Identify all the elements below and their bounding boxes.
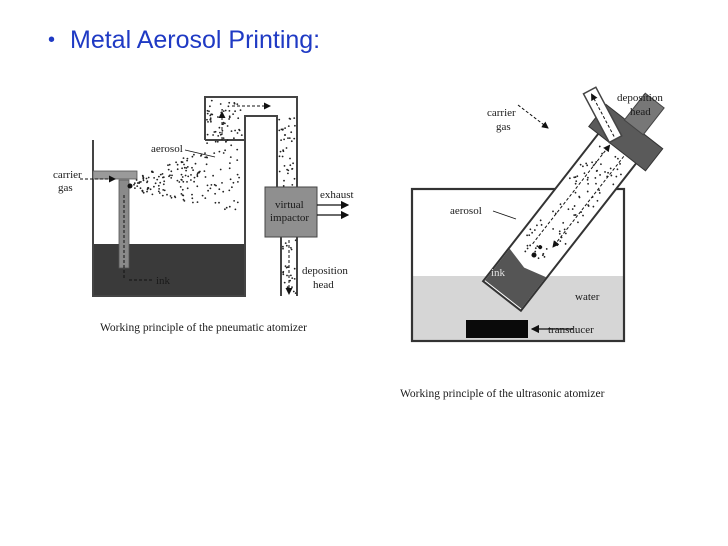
aerosol-spray — [133, 99, 297, 294]
pneumatic-chamber — [92, 139, 246, 297]
pn-caption: Working principle of the pneumatic atomi… — [100, 322, 307, 334]
pneumatic-diagram: carrier gas aerosol virtual impactor exh… — [53, 96, 354, 334]
virtual-impactor — [264, 186, 318, 238]
pn-label-gas: gas — [58, 182, 73, 194]
us-label-ink: ink — [491, 267, 506, 279]
deposition-tube — [582, 86, 623, 144]
us-label-head: head — [630, 106, 651, 118]
pn-label-virtual: virtual — [275, 199, 304, 211]
pn-label-carrier: carrier — [53, 169, 82, 181]
pn-label-impactor: impactor — [270, 212, 309, 224]
us-label-water: water — [575, 291, 600, 303]
nozzle-tube — [118, 179, 130, 269]
pn-label-aerosol: aerosol — [151, 143, 183, 155]
outlet-channel — [204, 96, 298, 187]
us-label-aerosol: aerosol — [450, 205, 482, 217]
slide-title-text: Metal Aerosol Printing: — [70, 26, 321, 54]
us-label-deposition: deposition — [617, 92, 663, 104]
pn-label-exhaust: exhaust — [320, 189, 354, 201]
us-caption: Working principle of the ultrasonic atom… — [400, 388, 605, 400]
pn-label-deposition: deposition — [302, 265, 348, 277]
slide-title: • Metal Aerosol Printing: — [48, 26, 320, 55]
ultrasonic-aerosol — [524, 145, 622, 260]
transducer — [466, 320, 528, 338]
bath-outline — [410, 187, 626, 343]
us-label-transducer: transducer — [548, 324, 594, 336]
bullet-icon: • — [48, 29, 56, 51]
pn-label-ink: ink — [156, 275, 171, 287]
gas-nozzle — [92, 170, 138, 180]
ink-reservoir — [94, 244, 244, 295]
ultrasonic-diagram: carrier gas deposition head aerosol ink … — [400, 86, 665, 400]
pn-label-head: head — [313, 279, 334, 291]
us-label-gas: gas — [496, 121, 511, 133]
us-label-carrier: carrier — [487, 107, 516, 119]
